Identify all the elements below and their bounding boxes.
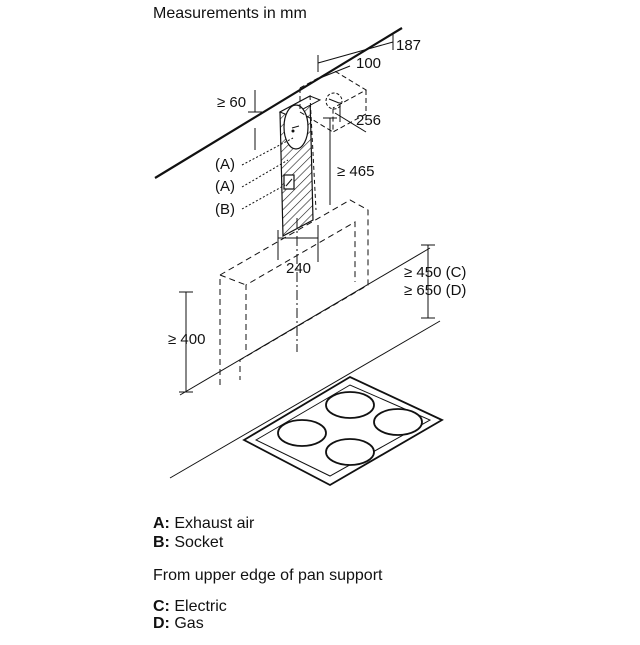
ceiling-line: [154, 27, 403, 179]
dim-min-400: ≥ 400: [168, 331, 205, 348]
legend-b-text: Socket: [174, 534, 224, 551]
floor-line: [169, 320, 441, 479]
dim-min-650-gas: ≥ 650 (D): [404, 282, 466, 299]
legend-c-key: C:: [153, 598, 170, 615]
dim-min-450-electric: ≥ 450 (C): [404, 264, 466, 281]
dim-min-465: ≥ 465: [337, 163, 374, 180]
worktop-line: [179, 247, 431, 396]
diagram-title: Measurements in mm: [153, 5, 307, 22]
legend-c-text: Electric: [174, 598, 227, 615]
callout-a-exhaust-1: (A): [215, 156, 235, 173]
dim-187: 187: [396, 37, 421, 54]
legend-d-key: D:: [153, 615, 170, 632]
hob: [242, 375, 444, 487]
dim-256: 256: [356, 112, 381, 129]
dim-min-60: ≥ 60: [217, 94, 246, 111]
legend-d-text: Gas: [174, 615, 204, 632]
legend-note: From upper edge of pan support: [153, 566, 382, 586]
legend-a: A: Exhaust air: [153, 514, 254, 534]
legend-c: C: Electric: [153, 597, 227, 617]
callout-b-socket: (B): [215, 201, 235, 218]
legend-a-key: A:: [153, 515, 170, 532]
legend-note-text: From upper edge of pan support: [153, 567, 383, 584]
dim-240: 240: [286, 260, 311, 277]
hood-outline: [219, 199, 369, 385]
legend-d: D: Gas: [153, 614, 204, 634]
legend-a-text: Exhaust air: [174, 515, 255, 532]
legend-b: B: Socket: [153, 533, 223, 553]
dimension-lines: [179, 34, 435, 393]
legend-b-key: B:: [153, 534, 170, 551]
dim-100: 100: [356, 55, 381, 72]
callout-a-exhaust-2: (A): [215, 178, 235, 195]
